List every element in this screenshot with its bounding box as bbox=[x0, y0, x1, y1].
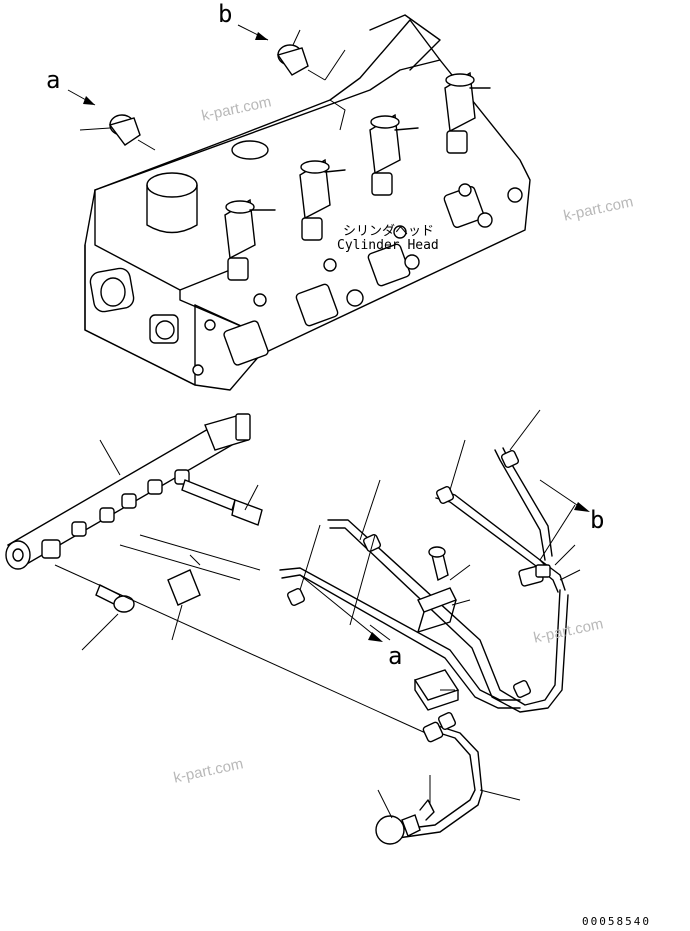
injector-4 bbox=[444, 71, 491, 154]
injector-3 bbox=[369, 113, 419, 196]
callout-a-bottom: a bbox=[388, 642, 403, 670]
sleeve-a-top bbox=[79, 114, 156, 151]
cylinder-head-label-jp: シリンダヘッド bbox=[343, 224, 435, 239]
drawing-number: 00058540 bbox=[582, 915, 651, 928]
sleeve-b-top bbox=[276, 29, 346, 81]
injector-2 bbox=[299, 158, 346, 241]
callout-a-top: a bbox=[46, 66, 61, 94]
injection-pipes bbox=[279, 409, 581, 845]
injector-1 bbox=[224, 198, 276, 281]
callout-b-bottom: b bbox=[590, 506, 605, 534]
cylinder-head bbox=[84, 14, 531, 391]
callout-b-top: b bbox=[218, 0, 233, 28]
common-rail bbox=[5, 413, 431, 736]
cylinder-head-label-en: Cylinder Head bbox=[337, 238, 439, 253]
